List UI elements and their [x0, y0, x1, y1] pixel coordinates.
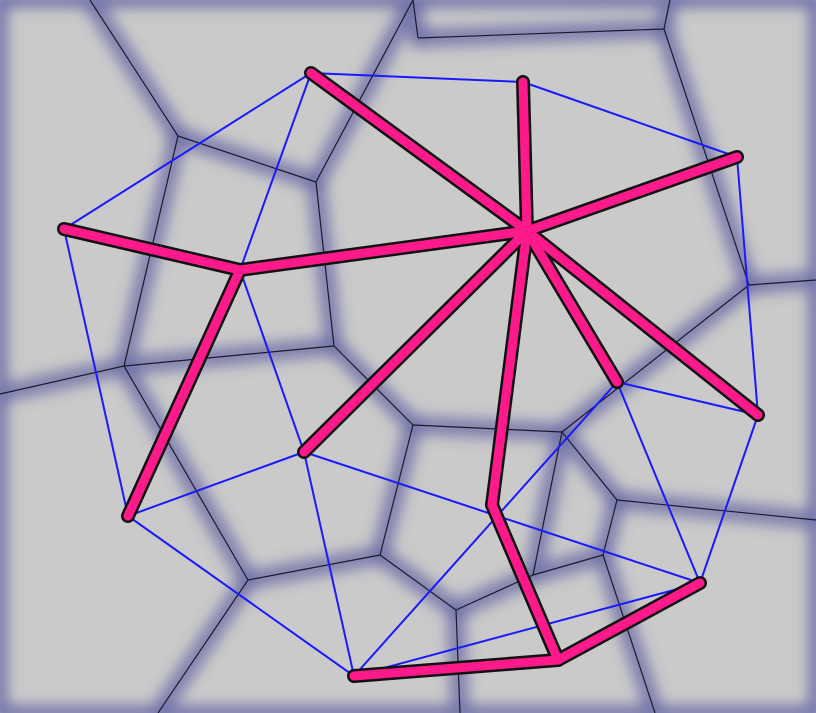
tree-edge	[487, 500, 563, 665]
voronoi-edge	[412, 0, 419, 39]
tree-edge	[553, 578, 705, 665]
voronoi-edge	[379, 424, 414, 556]
voronoi-edge	[663, 28, 750, 286]
delaunay-edge	[353, 381, 618, 677]
voronoi-edge	[123, 345, 335, 367]
delaunay-edge	[353, 582, 701, 677]
voronoi-edge	[177, 135, 317, 183]
delaunay-edge	[63, 72, 312, 230]
delaunay-edge	[127, 451, 305, 517]
voronoi-edge	[616, 499, 816, 521]
tree-edge	[123, 265, 245, 521]
voronoi-edge	[602, 554, 656, 713]
delaunay-edge	[303, 451, 355, 677]
delaunay-edge	[310, 72, 524, 83]
voronoi-edge	[417, 28, 665, 39]
voronoi-edge	[89, 0, 179, 137]
voronoi-edge	[247, 554, 381, 581]
steiner-tree-layer	[59, 68, 763, 681]
tree-edge	[518, 77, 532, 236]
tree-edge	[522, 226, 763, 420]
voronoi-edge	[663, 0, 671, 30]
tree-edge	[522, 152, 742, 236]
voronoi-edge	[748, 279, 816, 286]
voronoi-edge	[315, 0, 414, 183]
delaunay-edge	[522, 81, 738, 158]
tree-edge	[299, 226, 532, 457]
delaunay-edge	[699, 414, 759, 584]
tree-edge	[487, 226, 532, 510]
voronoi-edge	[561, 431, 618, 501]
tree-edge	[349, 655, 563, 681]
delaunay-edge	[616, 381, 759, 416]
delaunay-edge	[239, 72, 312, 271]
delaunay-edges-layer	[63, 72, 759, 677]
delaunay-edge	[736, 156, 759, 416]
voronoi-edge	[412, 424, 563, 433]
voronoi-edge	[123, 365, 249, 581]
tree-edge	[59, 224, 245, 275]
tree-edge	[522, 226, 622, 387]
voronoi-edge	[0, 365, 125, 395]
voronoi-edge	[157, 579, 249, 713]
delaunay-edge	[63, 228, 129, 517]
tree-edge	[235, 226, 532, 275]
delaunay-edge	[616, 381, 701, 584]
voronoi-edge	[532, 554, 604, 576]
delaunay-edge	[127, 515, 355, 677]
voronoi-edge	[379, 554, 457, 611]
tree-edge	[306, 68, 532, 236]
delaunay-edge	[239, 269, 305, 453]
voronoi-edge	[602, 499, 618, 556]
voronoi-edge	[532, 431, 563, 576]
